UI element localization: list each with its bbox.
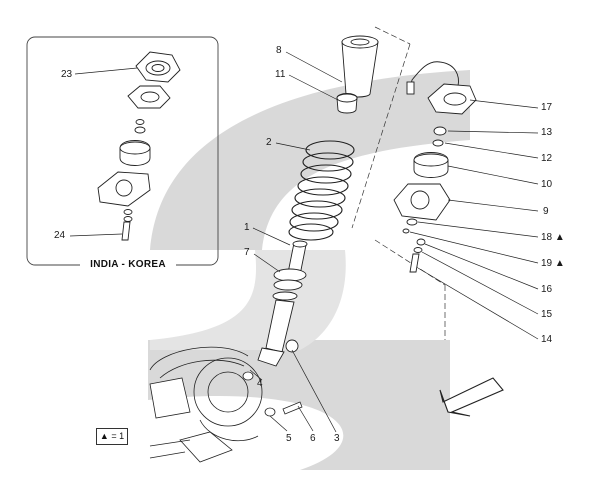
shock-absorber (257, 240, 308, 367)
callout-11: 11 (275, 69, 286, 80)
callout-9: 9 (543, 206, 549, 217)
leader-lines (69, 51, 539, 433)
callout-12: 12 (541, 153, 553, 164)
callout-7: 7 (244, 247, 250, 258)
callout-17: 17 (541, 102, 553, 113)
upper-bellows (336, 35, 379, 114)
callout-4: 4 (257, 378, 263, 389)
brake-hub-assembly (149, 346, 303, 463)
callout-5: 5 (286, 433, 292, 444)
direction-arrow (439, 377, 504, 417)
callout-15: 15 (541, 309, 553, 320)
callout-14: 14 (541, 334, 553, 345)
callout-6: 6 (310, 433, 316, 444)
coil-spring (288, 140, 355, 241)
callout-10: 10 (541, 179, 553, 190)
callout-1: 1 (244, 222, 250, 233)
callout-24: 24 (54, 230, 66, 241)
callout-19: 19 ▲ (541, 258, 565, 269)
callout-18: 18 ▲ (541, 232, 565, 243)
legend-quantity-key: ▲ = 1 (96, 428, 128, 445)
callout-2: 2 (266, 137, 272, 148)
callout-23: 23 (61, 69, 73, 80)
inset-caption: INDIA - KOREA (80, 259, 176, 270)
callout-3: 3 (334, 433, 340, 444)
callout-16: 16 (541, 284, 553, 295)
exploded-dashed-frame (351, 26, 446, 340)
inset-parts (97, 51, 181, 241)
right-parts (393, 61, 477, 273)
callout-13: 13 (541, 127, 553, 138)
callout-8: 8 (276, 45, 282, 56)
